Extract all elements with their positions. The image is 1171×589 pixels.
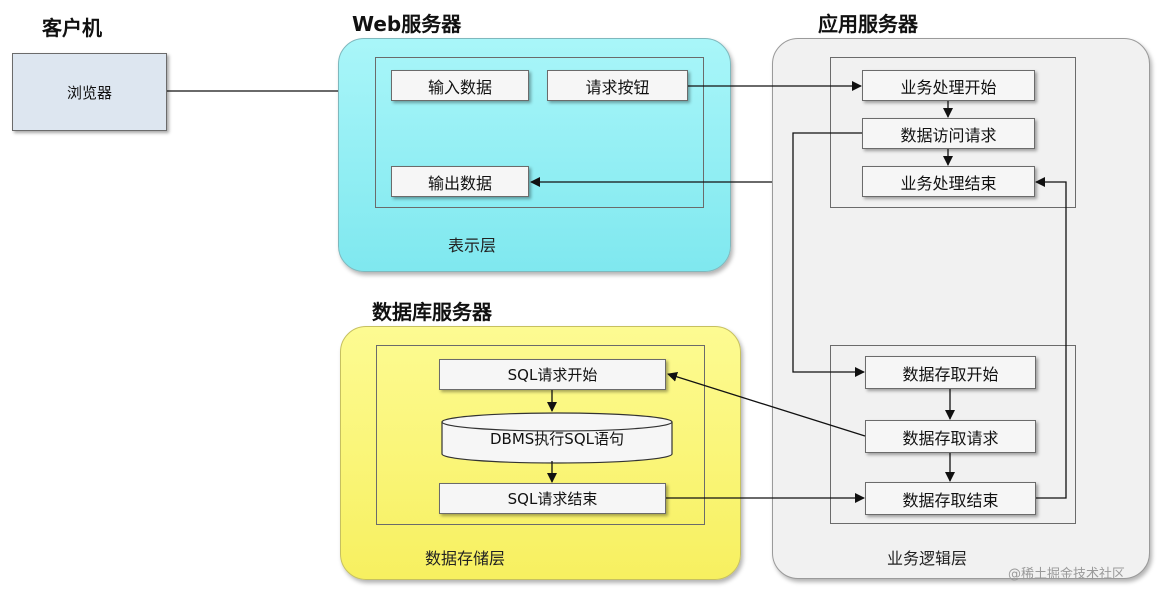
business-layer-label: 业务逻辑层 <box>887 549 968 568</box>
data-access-request-box: 数据访问请求 <box>862 118 1035 149</box>
input-data-box: 输入数据 <box>391 70 529 101</box>
client-title: 客户机 <box>42 16 102 40</box>
access-end-to-biz-end-arrow <box>1035 177 1067 499</box>
presentation-panel <box>375 57 704 208</box>
output-data-box: 输出数据 <box>391 166 529 197</box>
dbms-exec-label: DBMS执行SQL语句 <box>490 430 624 448</box>
data-access-req-box: 数据存取请求 <box>865 420 1036 453</box>
biz-end-box: 业务处理结束 <box>862 166 1035 197</box>
business-panel-bottom <box>830 345 1076 524</box>
web-server-title: Web服务器 <box>352 12 462 36</box>
browser-box: 浏览器 <box>12 53 167 131</box>
sql-start-box: SQL请求开始 <box>439 359 666 390</box>
data-access-start-box: 数据存取开始 <box>865 356 1036 389</box>
presentation-layer-label: 表示层 <box>448 236 497 255</box>
access-req-to-sql-arrow <box>667 371 866 437</box>
request-to-access-start-arrow <box>792 132 865 377</box>
watermark: @稀土掘金技术社区 <box>1008 567 1126 582</box>
data-access-end-box: 数据存取结束 <box>865 482 1036 515</box>
db-server-title: 数据库服务器 <box>372 300 492 324</box>
dbms-database-icon <box>441 412 673 464</box>
request-button-box: 请求按钮 <box>547 70 688 101</box>
storage-layer-label: 数据存储层 <box>425 549 506 568</box>
biz-start-box: 业务处理开始 <box>862 70 1035 101</box>
app-server-title: 应用服务器 <box>818 12 918 36</box>
sql-end-box: SQL请求结束 <box>439 483 666 514</box>
storage-panel <box>376 345 705 525</box>
